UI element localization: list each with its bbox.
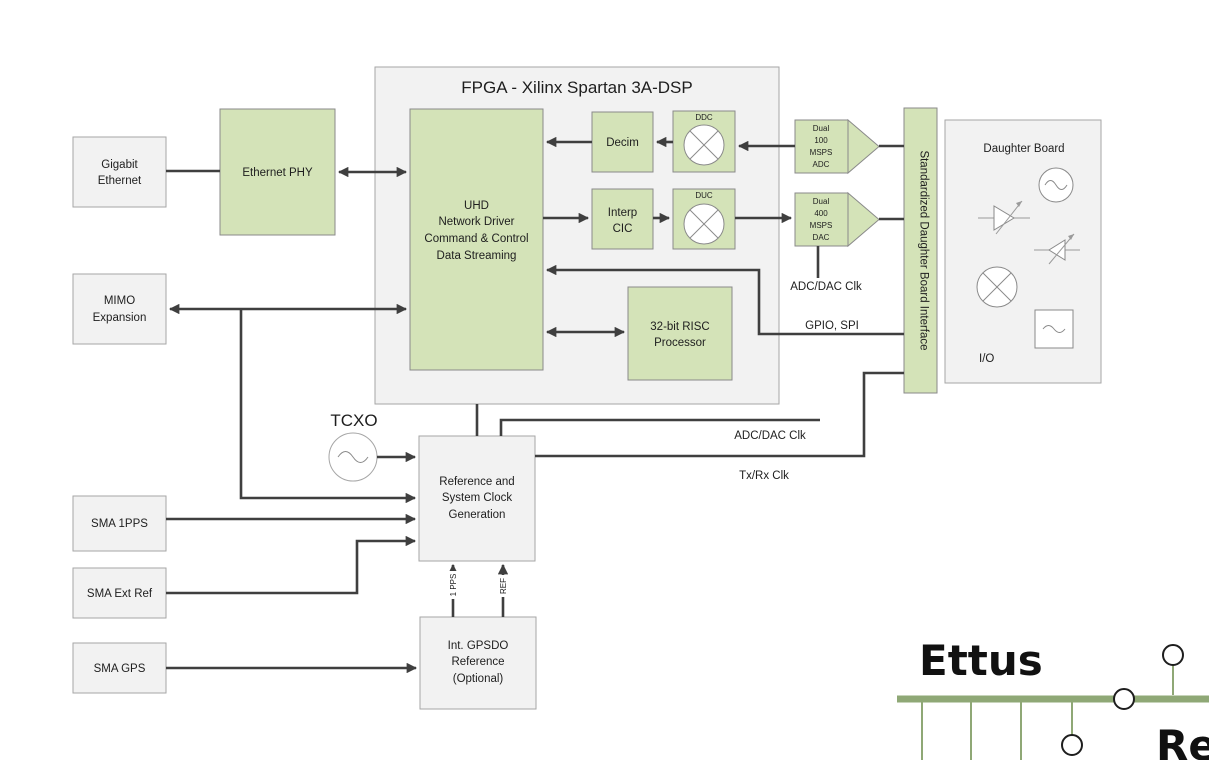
amplifier-icon (978, 200, 1030, 235)
adc-dac-clk-label-2: ADC/DAC Clk (734, 430, 806, 442)
logo-word-re: Re (1156, 721, 1209, 760)
uhd-label-1: UHD (464, 200, 489, 212)
attenuator-icon (1034, 233, 1080, 265)
daughter-board-label: Daughter Board (983, 143, 1064, 155)
duc-block: DUC (672, 188, 736, 250)
uhd-label-4: Data Streaming (437, 250, 517, 262)
wire-mimo-refclk (239, 309, 417, 504)
ethernet-phy-block: Ethernet PHY (219, 108, 336, 236)
pps-label-group: 1 PPS (447, 571, 459, 599)
refclk-label-3: Generation (449, 509, 506, 521)
daughter-board-block: Daughter Board I/O (944, 119, 1102, 384)
interp-label-2: CIC (613, 223, 633, 235)
ddc-mixer-icon (683, 124, 725, 166)
wire-txrx-clk (535, 371, 904, 458)
gpsdo-label-2: Reference (451, 656, 504, 668)
refclk-label-1: Reference and (439, 476, 514, 488)
refclk-label-2: System Clock (442, 492, 513, 504)
adc-block: Dual 100 MSPS ADC (794, 118, 880, 175)
io-label: I/O (979, 353, 994, 365)
adc-dac-clk-label-1: ADC/DAC Clk (790, 281, 862, 293)
decim-label: Decim (606, 137, 639, 149)
dac-label-4: DAC (813, 233, 830, 242)
adc-label-1: Dual (813, 124, 830, 133)
ethernet-phy-label: Ethernet PHY (242, 167, 313, 179)
tcxo-block: TCXO (328, 411, 378, 482)
tcxo-oscillator-icon (328, 432, 378, 482)
adc-label-4: ADC (813, 160, 830, 169)
interp-cic-block: Interp CIC (591, 188, 654, 250)
uhd-block: UHD Network Driver Command & Control Dat… (409, 108, 544, 371)
dac-label-1: Dual (813, 197, 830, 206)
interp-label-1: Interp (608, 207, 637, 219)
mimo-expansion-block: MIMO Expansion (72, 273, 167, 345)
sma-1pps-label: SMA 1PPS (91, 518, 148, 530)
mixer-icon (976, 266, 1018, 308)
fpga-title: FPGA - Xilinx Spartan 3A-DSP (461, 78, 692, 97)
ref-label-group: REF (497, 575, 509, 597)
duc-label: DUC (695, 191, 713, 200)
wire-smaextref-refclk (166, 535, 417, 595)
ddc-label: DDC (695, 113, 713, 122)
ref-label: REF (499, 578, 508, 594)
filter-icon (1034, 309, 1074, 349)
wire-gpio-spi (545, 264, 904, 336)
sma-ext-ref-label: SMA Ext Ref (87, 588, 153, 600)
ddc-block: DDC (672, 110, 736, 173)
risc-label-2: Processor (654, 337, 706, 349)
uhd-label-3: Command & Control (424, 233, 528, 245)
ettus-logo: Ettus Re (897, 636, 1209, 760)
gigabit-ethernet-block: Gigabit Ethernet (72, 136, 167, 208)
wire-adc-dac-clk (499, 418, 820, 436)
dac-block: Dual 400 MSPS DAC (794, 191, 880, 248)
adc-label-3: MSPS (810, 148, 833, 157)
duc-mixer-icon (683, 203, 725, 245)
uhd-label-2: Network Driver (438, 216, 514, 228)
gpsdo-label-1: Int. GPSDO (448, 640, 509, 652)
sma-ext-ref-block: SMA Ext Ref (72, 567, 167, 619)
oscillator-icon (1038, 167, 1074, 203)
dac-label-3: MSPS (810, 221, 833, 230)
sma-gps-label: SMA GPS (94, 663, 146, 675)
risc-processor-block: 32-bit RISC Processor (627, 286, 733, 381)
dac-label-2: 400 (814, 209, 828, 218)
sma-1pps-block: SMA 1PPS (72, 495, 167, 552)
dbi-label: Standardized Daughter Board Interface (918, 150, 930, 350)
gpsdo-block: Int. GPSDO Reference (Optional) (419, 616, 537, 710)
adc-label-2: 100 (814, 136, 828, 145)
gigabit-label-1: Gigabit (101, 159, 138, 171)
logo-word-ettus: Ettus (919, 636, 1043, 685)
txrx-clk-label: Tx/Rx Clk (739, 470, 789, 482)
pps-label: 1 PPS (449, 574, 458, 597)
gpio-spi-label: GPIO, SPI (805, 320, 859, 332)
decim-block: Decim (591, 111, 654, 173)
daughter-board-interface-block: Standardized Daughter Board Interface (903, 107, 938, 394)
sma-gps-block: SMA GPS (72, 642, 167, 694)
gigabit-label-2: Ethernet (98, 175, 142, 187)
reference-clock-block: Reference and System Clock Generation (418, 435, 536, 562)
gpsdo-label-3: (Optional) (453, 673, 504, 685)
mimo-label-2: Expansion (93, 312, 147, 324)
risc-label-1: 32-bit RISC (650, 321, 709, 333)
mimo-label-1: MIMO (104, 295, 135, 307)
tcxo-label: TCXO (330, 411, 377, 430)
